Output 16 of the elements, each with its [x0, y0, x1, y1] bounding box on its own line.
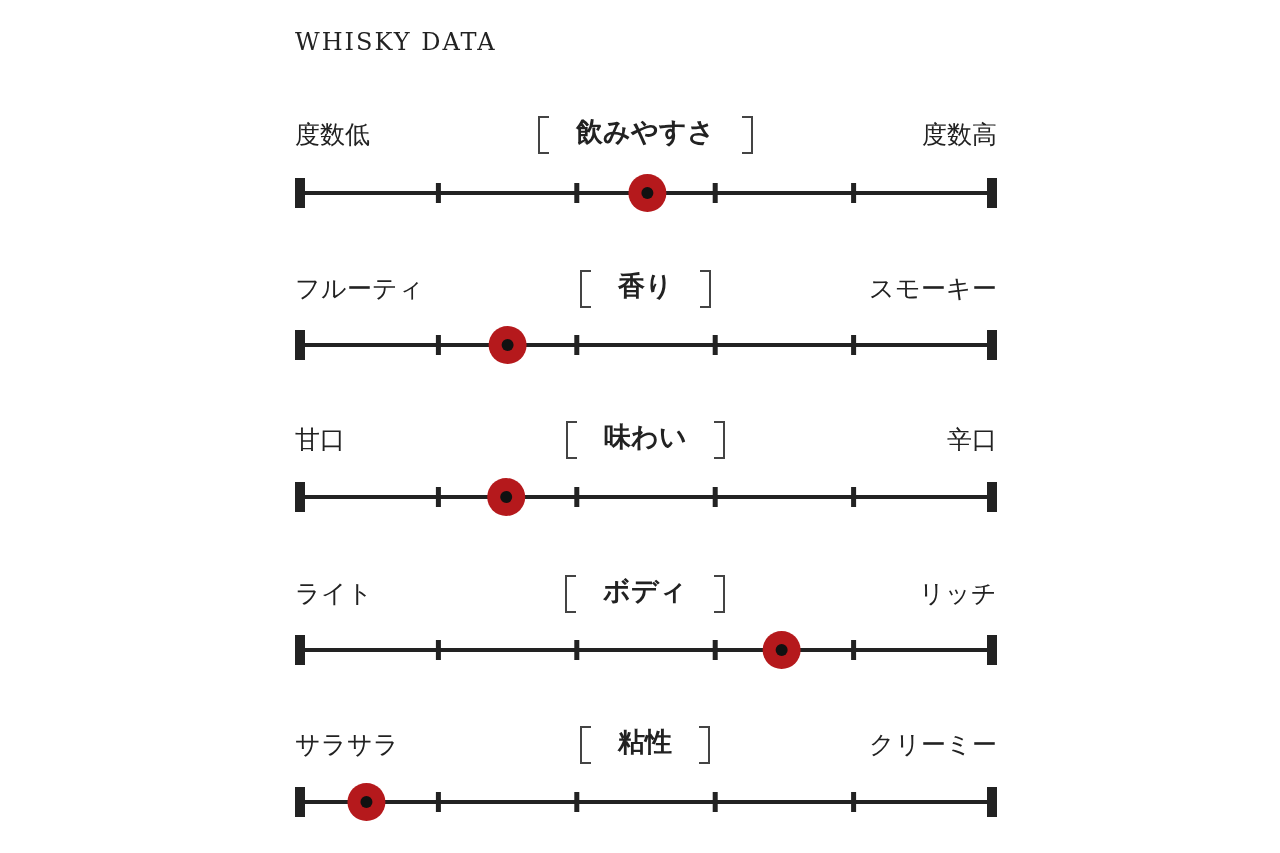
scale-heading: 粘性	[618, 725, 672, 759]
scale-min-label: 甘口	[295, 424, 345, 456]
scale-min-label: サラサラ	[295, 729, 399, 761]
scale-max-label: クリーミー	[869, 729, 997, 761]
scale-heading: 味わい	[603, 420, 687, 454]
scale-min-label: 度数低	[295, 119, 370, 151]
title: WHISKY DATA	[295, 28, 497, 56]
scale-heading: 香り	[617, 269, 673, 303]
scale-heading: 飲みやすさ	[575, 115, 715, 149]
scale-min-label: フルーティ	[295, 273, 424, 305]
scale-max-label: 度数高	[922, 119, 997, 151]
scale-max-label: リッチ	[919, 578, 997, 610]
scale-max-label: 辛口	[947, 424, 997, 456]
scale-max-label: スモーキー	[869, 273, 997, 305]
scale-heading: ボディ	[603, 574, 687, 608]
scale-min-label: ライト	[295, 578, 373, 610]
